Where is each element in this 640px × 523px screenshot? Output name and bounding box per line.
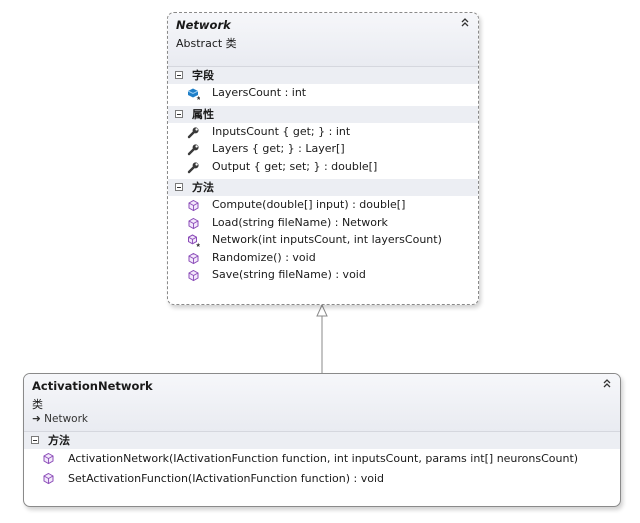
- inheritance-arrowhead: [316, 303, 328, 317]
- svg-text:★: ★: [196, 242, 201, 247]
- compartment-title: 方法: [48, 434, 70, 447]
- member-row[interactable]: Load(string fileName) : Network: [168, 214, 478, 232]
- property-wrench-icon: [187, 143, 200, 156]
- compartment-spacer: [24, 488, 620, 492]
- member-row[interactable]: Layers { get; } : Layer[]: [168, 140, 478, 158]
- compartment-title: 方法: [192, 181, 214, 194]
- compartment-title: 字段: [192, 69, 214, 82]
- method-icon: [187, 199, 200, 212]
- method-icon: [42, 472, 55, 485]
- member-signature: LayersCount : int: [212, 86, 307, 99]
- member-signature: Save(string fileName) : void: [212, 268, 366, 281]
- compartment-spacer: [168, 284, 478, 288]
- member-row[interactable]: Compute(double[] input) : double[]: [168, 196, 478, 214]
- property-wrench-icon: [187, 161, 200, 174]
- base-class: ➜ Network: [32, 413, 88, 425]
- method-icon: [187, 269, 200, 282]
- inherits-arrow-icon: ➜: [32, 413, 45, 425]
- member-signature: Randomize() : void: [212, 250, 316, 264]
- class-name: Network: [176, 18, 231, 32]
- activation-network-class-shape[interactable]: ActivationNetwork 类 ➜ Network 方法 Activati…: [23, 373, 621, 507]
- base-class-name: Network: [44, 413, 88, 425]
- class-kind: Abstract 类: [176, 37, 237, 50]
- method-icon: [187, 217, 200, 230]
- collapse-minus-icon[interactable]: [175, 109, 183, 118]
- member-row[interactable]: ★ LayersCount : int: [168, 84, 478, 102]
- compartment-header[interactable]: 属性: [168, 105, 478, 123]
- compartment-title: 属性: [192, 107, 214, 121]
- class-header: ActivationNetwork 类 ➜ Network: [24, 374, 620, 432]
- member-row[interactable]: SetActivationFunction(IActivationFunctio…: [24, 469, 620, 489]
- member-signature: Output { get; set; } : double[]: [212, 159, 378, 173]
- collapse-minus-icon[interactable]: [175, 71, 183, 79]
- member-row[interactable]: InputsCount { get; } : int: [168, 123, 478, 141]
- method-icon: [42, 452, 55, 465]
- member-row[interactable]: Output { get; set; } : double[]: [168, 158, 478, 176]
- class-header: Network Abstract 类: [168, 13, 478, 67]
- member-signature: ActivationNetwork(IActivationFunction fu…: [68, 452, 579, 465]
- member-row[interactable]: ★ Network(int inputsCount, int layersCoun…: [168, 231, 478, 249]
- protected-method-icon: ★: [187, 234, 201, 249]
- network-class-shape[interactable]: Network Abstract 类 字段 ★ LayersCount : int 属…: [167, 12, 479, 305]
- member-row[interactable]: ActivationNetwork(IActivationFunction fu…: [24, 449, 620, 469]
- svg-text:★: ★: [196, 95, 200, 100]
- collapse-chevron-icon[interactable]: [602, 378, 612, 390]
- collapse-chevron-icon[interactable]: [460, 17, 470, 29]
- member-signature: InputsCount { get; } : int: [212, 124, 351, 138]
- member-compartments: 字段 ★ LayersCount : int 属性 InputsCount { get;…: [168, 67, 478, 288]
- member-signature: Layers { get; } : Layer[]: [212, 142, 345, 155]
- compartment-header[interactable]: 方法: [168, 179, 478, 196]
- field-icon: ★: [187, 87, 201, 102]
- collapse-minus-icon[interactable]: [31, 436, 39, 444]
- compartment-header[interactable]: 方法: [24, 432, 620, 449]
- member-signature: Network(int inputsCount, int layersCount…: [212, 233, 442, 246]
- property-wrench-icon: [187, 126, 200, 139]
- member-signature: Compute(double[] input) : double[]: [212, 198, 406, 211]
- member-row[interactable]: Save(string fileName) : void: [168, 266, 478, 284]
- compartment-header[interactable]: 字段: [168, 67, 478, 84]
- method-icon: [187, 252, 200, 265]
- member-signature: Load(string fileName) : Network: [212, 215, 388, 229]
- class-kind: 类: [32, 398, 43, 411]
- class-name: ActivationNetwork: [32, 379, 153, 393]
- member-signature: SetActivationFunction(IActivationFunctio…: [68, 471, 385, 485]
- collapse-minus-icon[interactable]: [175, 183, 183, 191]
- member-compartments: 方法 ActivationNetwork(IActivationFunction …: [24, 432, 620, 492]
- member-row[interactable]: Randomize() : void: [168, 249, 478, 267]
